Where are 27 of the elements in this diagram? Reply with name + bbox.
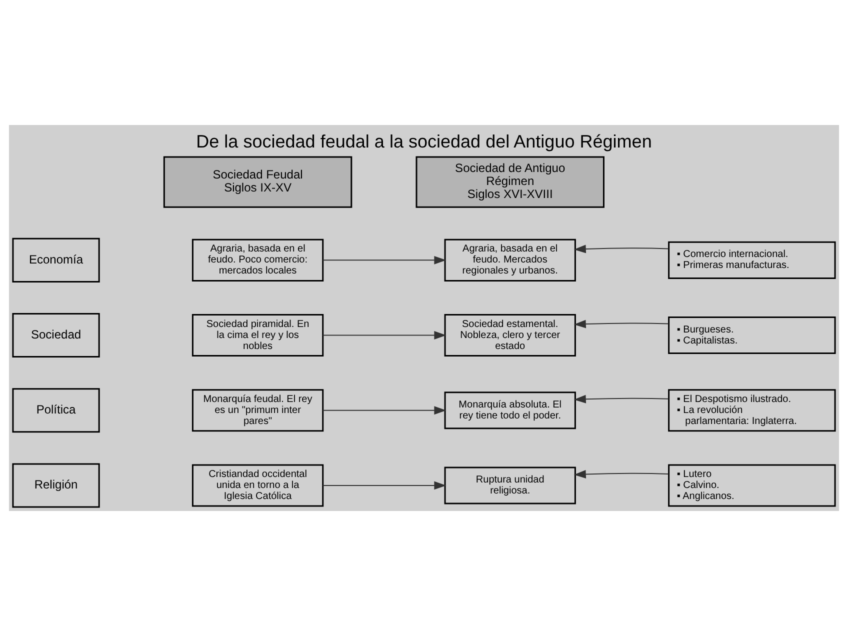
arrow: [322, 481, 446, 490]
arrow: [574, 244, 669, 254]
arrow: [322, 256, 446, 264]
diagram-title: De la sociedad feudal a la sociedad del Antiguo Régimen: [196, 131, 652, 152]
node-box: Agraria, basada en el feudo. Mercados regionales y urbanos.: [444, 238, 576, 282]
node-box: Sociedad de Antiguo Régimen Siglos XVI-XVIII: [416, 156, 604, 208]
node-box: ▪ Burgueses. ▪ Capitalistas.: [668, 316, 836, 354]
node-box: Agraria, basada en el feudo. Poco comercio: mercados locales: [192, 238, 324, 282]
arrow: [322, 406, 446, 415]
node-box: Economía: [12, 238, 100, 282]
arrow: [574, 320, 669, 328]
node-box: Ruptura unidad religiosa.: [444, 466, 576, 504]
node-box: Sociedad: [12, 313, 100, 358]
node-box: Monarquía feudal. El rey es un "primum inter pares": [192, 389, 324, 432]
node-box: Sociedad piramidal. En la cima el rey y los nobles: [192, 314, 324, 357]
arrow: [322, 331, 446, 340]
node-box: ▪ Comercio internacional. ▪ Primeras manufacturas.: [668, 241, 836, 279]
node-box: Sociedad estamental. Nobleza, clero y tercer estado: [444, 314, 576, 357]
node-box: Religión: [12, 463, 100, 508]
node-box: Política: [12, 388, 100, 433]
arrow: [574, 470, 669, 478]
node-box: ▪ Lutero ▪ Calvino. ▪ Anglicanos.: [668, 464, 836, 507]
node-box: ▪ El Despotismo ilustrado. ▪ La revolución parlamentaria: Inglaterra.: [668, 389, 836, 432]
node-box: Sociedad Feudal Siglos IX-XV: [163, 156, 352, 208]
node-box: Cristiandad occidental unida en torno a la Iglesia Católica: [192, 464, 324, 507]
node-box: Monarquía absoluta. El rey tiene todo el poder.: [444, 392, 576, 430]
arrow: [574, 394, 669, 404]
